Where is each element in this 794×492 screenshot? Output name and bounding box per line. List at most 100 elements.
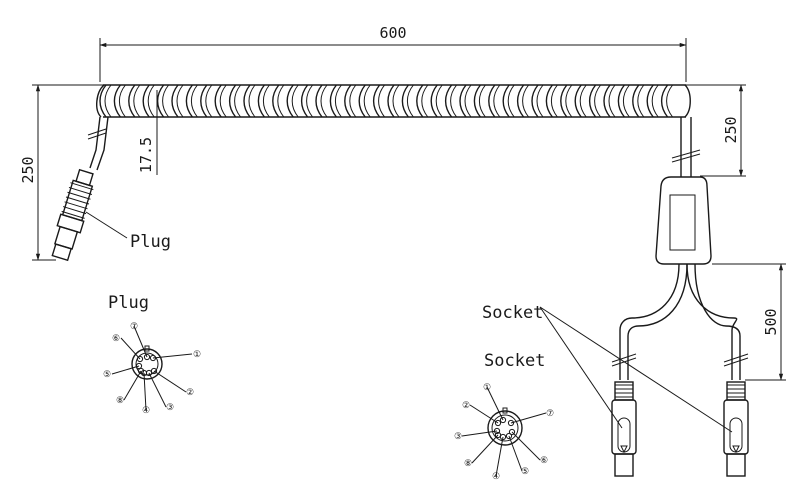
pin-leader — [461, 430, 498, 437]
coil-loop — [142, 84, 150, 118]
coil-loop-inner — [205, 84, 213, 118]
pin-number-label: ⑥ — [540, 456, 548, 466]
coil-loop — [531, 84, 539, 118]
branch-left — [611, 263, 688, 380]
socket-face-title: Socket — [484, 351, 545, 371]
plug-connector — [51, 168, 94, 262]
plug-rib — [62, 206, 87, 215]
coil-loop-inner — [651, 84, 659, 118]
coil-loop-inner — [262, 84, 270, 118]
pin-number-label: ② — [186, 388, 194, 398]
coil-loop-inner — [363, 84, 371, 118]
pin-leader — [510, 412, 547, 424]
pin-leader — [120, 337, 141, 360]
dimension-500: 500 — [712, 263, 786, 381]
pin-number-label: ④ — [142, 406, 150, 416]
coil-loop — [560, 84, 568, 118]
coil-loop — [185, 84, 193, 118]
coil-loop — [300, 84, 309, 118]
dim-left-250-label: 250 — [19, 156, 37, 183]
coil-loop — [214, 84, 222, 118]
pin-leader — [511, 431, 541, 461]
pin-number-label: ② — [462, 401, 470, 411]
splitter-body — [655, 176, 712, 265]
coil-loop-inner — [291, 84, 299, 118]
coil-loop — [660, 84, 669, 118]
coil-loop-inner — [176, 84, 184, 118]
right-lead — [671, 117, 701, 177]
dim-right-250-label: 250 — [722, 116, 740, 143]
coil-loop-inner — [565, 84, 573, 118]
coil-loop-inner — [594, 84, 601, 118]
coil-loop-inner — [162, 84, 169, 118]
coil-loop-inner — [306, 84, 313, 118]
pin-hole — [143, 353, 151, 361]
coil-loop-inner — [334, 84, 342, 118]
coil-loop — [171, 84, 179, 118]
coil-loop-inner — [478, 84, 486, 118]
pin-leader — [148, 372, 167, 408]
pin-number-label: ① — [483, 383, 491, 393]
dim-500-label: 500 — [762, 308, 780, 335]
socket-connector-right — [723, 381, 749, 477]
pin-leader — [123, 370, 142, 401]
coil-loop-inner — [579, 84, 587, 118]
pin-number-label: ⑤ — [521, 467, 529, 477]
coil-loop-inner — [147, 84, 155, 118]
coil-loop — [646, 84, 654, 118]
coil-loop-inner — [550, 84, 558, 118]
plug-rib — [64, 201, 88, 210]
coil-loop — [372, 84, 381, 118]
plug-rib — [67, 191, 91, 200]
coil-loop — [401, 84, 409, 118]
dimension-600: 600 — [99, 24, 687, 82]
pin-leader — [111, 365, 140, 375]
coil-loop — [617, 84, 625, 118]
pin-hole — [135, 362, 143, 370]
coil-loop — [444, 84, 453, 118]
socket-callout: Socket — [482, 303, 733, 433]
coil-loop — [574, 84, 582, 118]
coil-loop — [632, 84, 640, 118]
coil-loop — [387, 84, 395, 118]
plug-callout: Plug — [85, 211, 171, 252]
coil-loop — [588, 84, 597, 118]
pin-number-label: ⑧ — [116, 396, 124, 406]
dimension-left-250: 250 — [19, 84, 104, 261]
coil-loop-inner — [219, 84, 227, 118]
coil-loop-inner — [349, 84, 357, 118]
coil-loop-inner — [133, 84, 141, 118]
coil-loop — [286, 84, 294, 118]
coil-loop-inner — [378, 84, 385, 118]
coil-loop-inner — [118, 84, 126, 118]
plug-rib — [65, 196, 90, 205]
face-key — [502, 407, 508, 414]
pin-hole — [136, 355, 144, 363]
face-key — [144, 345, 150, 352]
coil-loop-inner — [450, 84, 457, 118]
coil-loop — [228, 84, 237, 118]
coil-loop — [113, 84, 121, 118]
pin-leader — [469, 404, 499, 424]
coil-loop-inner — [536, 84, 544, 118]
coil-loop-inner — [637, 84, 645, 118]
plug-rib — [68, 186, 93, 195]
coil-loop — [200, 84, 208, 118]
pin-leader — [471, 434, 499, 464]
pin-leader — [143, 372, 147, 411]
pin-number-label: ⑧ — [464, 459, 472, 469]
pin-leader — [133, 325, 148, 358]
pin-number-label: ⑦ — [130, 322, 138, 332]
coil-loop-inner — [522, 84, 529, 118]
coil-loop-inner — [392, 84, 400, 118]
pin-hole — [508, 428, 516, 436]
coil-loop — [545, 84, 553, 118]
coil-loop — [502, 84, 510, 118]
coil-loop — [329, 84, 337, 118]
coil-loop — [344, 84, 352, 118]
coil-loop-inner — [435, 84, 443, 118]
plug-face-title: Plug — [108, 293, 149, 313]
